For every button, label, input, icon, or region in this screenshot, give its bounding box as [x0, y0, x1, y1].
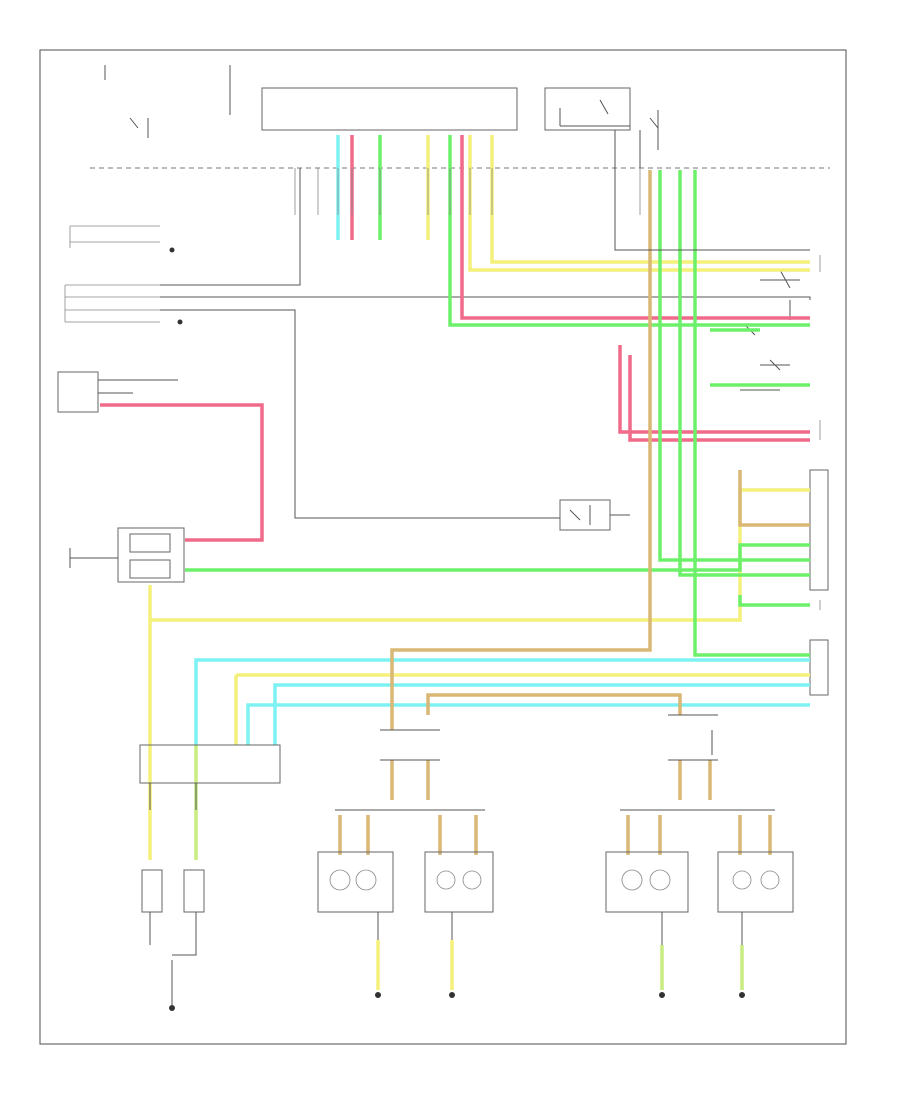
right-connector-block [809, 469, 829, 591]
wire-tan-6 [338, 815, 478, 855]
instrument-panel-box [139, 744, 281, 784]
right-switches [730, 255, 829, 696]
wire-green-6 [693, 170, 810, 657]
lamp-left-2 [183, 869, 205, 913]
wire-harness [100, 135, 810, 860]
wire-cyan-2 [194, 658, 810, 745]
ground-point-5-icon [659, 992, 665, 998]
lamp-center-2 [424, 851, 494, 913]
ground-wires [375, 912, 745, 998]
left-connector-area [57, 168, 811, 519]
wire-tan-4 [390, 760, 430, 800]
harness-connectors [294, 130, 810, 251]
top-power-distribution [90, 65, 830, 169]
diagram-frame [39, 49, 847, 1045]
switch-box [559, 499, 611, 531]
ground-point-4-icon [449, 992, 455, 998]
ground-point-6-icon [739, 992, 745, 998]
module-box-left [57, 371, 99, 413]
wire-red-right-1 [618, 345, 810, 434]
lamp-center-1 [317, 851, 394, 913]
lamp-relays [335, 714, 775, 811]
wire-yellow-left-2 [234, 673, 810, 745]
wire-red-right-2 [628, 355, 810, 442]
wire-green-3 [185, 543, 810, 572]
relay-block [544, 87, 631, 131]
wire-tan-3 [738, 470, 810, 527]
wire-red-top [460, 135, 810, 320]
right-connector-block-2 [809, 639, 829, 696]
lamp-left-1 [141, 869, 163, 913]
left-control-module [69, 527, 185, 583]
wire-red-left [100, 403, 264, 542]
wire-cyan-4 [246, 703, 810, 745]
lamp-right-2 [717, 851, 794, 913]
ground-point-icon [169, 247, 175, 253]
wire-green-4 [658, 170, 810, 562]
instrument-panel-block [139, 744, 281, 810]
wire-tan-2 [426, 693, 682, 715]
wire-green-5 [678, 170, 810, 577]
fuse-box-panel [261, 87, 518, 131]
wire-yellow-main [148, 488, 810, 622]
ground-lamp-left-icon [169, 1005, 175, 1011]
wire-tan-1 [390, 170, 652, 730]
lamps [141, 851, 794, 1011]
wire-tan-7 [626, 815, 772, 855]
ground-point-icon-2 [177, 319, 183, 325]
ground-point-3-icon [375, 992, 381, 998]
center-switch [559, 499, 630, 531]
wire-cyan-3 [273, 683, 810, 745]
lamp-right-1 [605, 851, 689, 913]
wire-tan-5 [678, 760, 712, 800]
wire-green-7 [738, 595, 810, 607]
control-module-box [117, 527, 185, 583]
